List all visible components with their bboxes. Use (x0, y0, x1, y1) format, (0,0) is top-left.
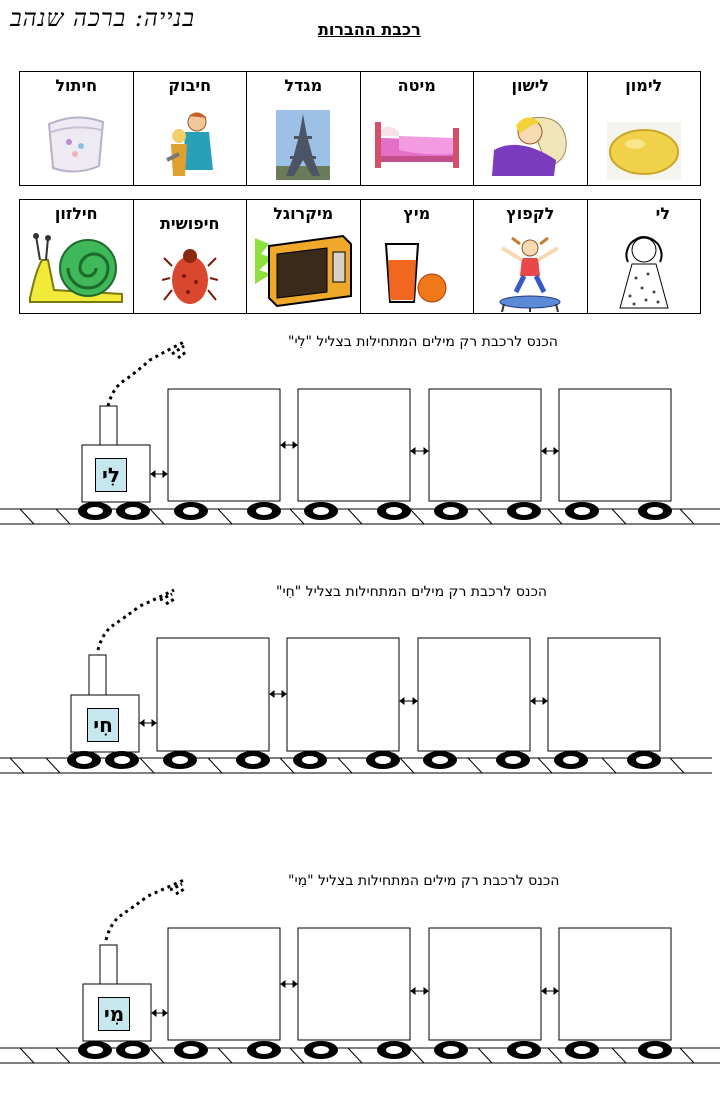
word-cell: לישון (473, 71, 588, 186)
word-label: מיץ (403, 204, 431, 223)
bed-icon (374, 122, 459, 168)
train-drawing (0, 588, 712, 774)
word-cell: חילזון (19, 199, 134, 314)
word-cell: מגדל (246, 71, 361, 186)
juice-icon (384, 243, 447, 303)
diaper-icon (48, 116, 105, 173)
word-table-row-2: חילזון חיפושית מיקרוגל (19, 199, 701, 314)
word-cell: חיבוק (132, 71, 247, 186)
word-label: חיתול (55, 76, 98, 95)
syllable-badge: חִי (87, 708, 119, 742)
train-3: מִי (0, 870, 720, 1070)
train-instruction: הכנס לרכבת רק מילים המתחילות בצליל "לִי" (288, 334, 558, 350)
sleeping-girl-icon (492, 116, 567, 176)
word-cell: לימון (586, 71, 701, 186)
microwave-icon (255, 234, 353, 308)
word-cell: מיטה (359, 71, 474, 186)
girl-icon (619, 236, 669, 309)
word-label: חיבוק (168, 76, 212, 95)
train-1: לִי (0, 330, 720, 530)
word-cell: לקפוץ (473, 199, 588, 314)
word-cell: מיץ (359, 199, 474, 314)
train-drawing (0, 878, 720, 1064)
beetle-icon (161, 249, 218, 304)
word-label: לישון (511, 76, 549, 95)
word-label: חילזון (54, 204, 98, 223)
word-label: לי (655, 204, 670, 223)
eiffel-tower-icon (276, 110, 331, 180)
word-table-row-1: חיתול חיבוק מגדל (19, 71, 701, 186)
word-label: חיפושית (160, 214, 220, 233)
train-instruction: הכנס לרכבת רק מילים המתחילות בצליל "חִי" (276, 584, 548, 600)
word-cell: חיתול (19, 71, 134, 186)
train-instruction: הכנס לרכבת רק מילים המתחילות בצליל "מִי" (288, 873, 560, 889)
word-label: לקפוץ (506, 204, 555, 223)
syllable-badge: לִי (95, 458, 127, 492)
word-label: מיקרוגל (273, 204, 334, 223)
author-credit: בנייה: ברכה שנהב (10, 4, 195, 32)
train-drawing (0, 340, 720, 525)
snail-icon (29, 233, 124, 303)
train-2: חִי (0, 580, 720, 780)
word-cell: מיקרוגל (246, 199, 361, 314)
word-cell: חיפושית (132, 199, 247, 314)
word-cell: לי (586, 199, 701, 314)
syllable-badge: מִי (98, 997, 130, 1031)
word-label: מגדל (284, 76, 323, 95)
hug-icon (165, 112, 213, 176)
word-label: לימון (625, 76, 663, 95)
jumping-child-icon (499, 236, 561, 312)
word-label: מיטה (397, 76, 436, 95)
page-title: רכבת ההברות (318, 20, 421, 39)
lemon-icon (606, 122, 681, 180)
